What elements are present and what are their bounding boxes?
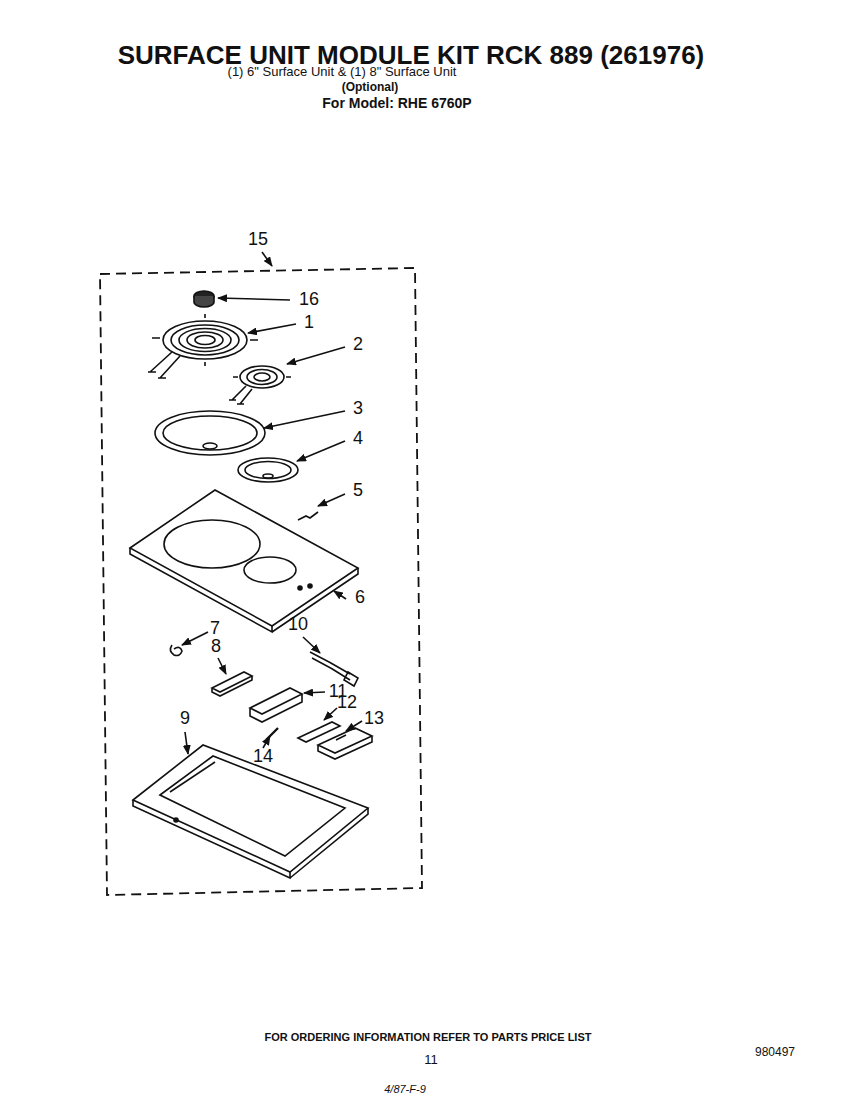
- tray: [133, 745, 368, 878]
- callout-number: 4: [353, 429, 363, 449]
- large-drip-pan: [155, 411, 265, 455]
- callout-number: 12: [337, 693, 357, 713]
- subtitle: (1) 6" Surface Unit & (1) 8" Surface Uni…: [228, 65, 457, 79]
- terminal-block: [250, 688, 302, 722]
- page-number: 11: [424, 1053, 438, 1067]
- callout-number: 15: [248, 230, 268, 250]
- small-surface-unit: [229, 366, 291, 404]
- kit-outline: [100, 268, 422, 895]
- small-drip-pan: [238, 458, 298, 482]
- wire-harness: [310, 652, 358, 686]
- screw: [264, 728, 278, 742]
- document-number: 980497: [755, 1046, 795, 1059]
- cooktop: [130, 490, 358, 632]
- subtitle: (Optional): [342, 81, 399, 94]
- handwritten-note: 4/87-F-9: [384, 1083, 426, 1095]
- clip: [298, 512, 318, 520]
- clip: [170, 645, 182, 656]
- callout-number: 13: [364, 709, 384, 729]
- channel: [212, 672, 252, 696]
- callout-number: 9: [180, 709, 190, 729]
- caption: FOR ORDERING INFORMATION REFER TO PARTS …: [265, 1031, 592, 1043]
- leader-lines: [182, 252, 362, 754]
- callout-number: 10: [288, 615, 308, 635]
- callout-number: 14: [253, 747, 273, 767]
- callout-number: 2: [353, 335, 363, 355]
- model-number: For Model: RHE 6760P: [322, 96, 471, 111]
- callout-number: 16: [299, 290, 319, 310]
- callout-number: 8: [211, 637, 221, 657]
- callout-number: 5: [353, 481, 363, 501]
- large-surface-unit: [148, 314, 258, 378]
- bracket: [318, 728, 372, 759]
- insulator: [298, 722, 340, 742]
- callout-number: 7: [210, 619, 220, 639]
- callout-number: 3: [353, 399, 363, 419]
- callout-number: 1: [304, 313, 314, 333]
- callout-number: 6: [355, 588, 365, 608]
- cap: [194, 291, 214, 307]
